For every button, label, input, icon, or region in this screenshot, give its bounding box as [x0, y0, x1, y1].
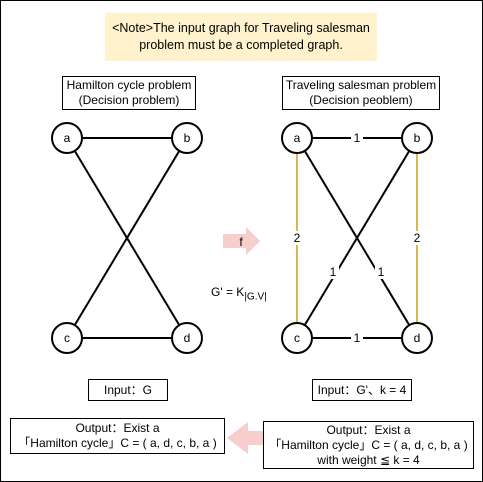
transform-arrow-label: f [239, 235, 243, 249]
left-title-line-2: (Decision problem) [78, 93, 180, 107]
left-arrow-icon [227, 422, 263, 454]
right-title-line-2: (Decision peoblem) [309, 93, 413, 107]
left-input-box: Input：G [88, 379, 168, 401]
weight-label-cd: 1 [354, 331, 361, 345]
transform-formula: G' = K|G.V| [211, 285, 267, 302]
right-title-line-1: Traveling salesman problem [285, 78, 437, 92]
right-node-d: d [401, 322, 433, 354]
left-node-d-label: d [184, 331, 191, 345]
left-node-a-label: a [64, 131, 71, 145]
right-output-line-1: Output：Exist a [326, 422, 411, 437]
left-output-line-2: 「Hamilton cycle」C = ( a, d, c, b, a ) [18, 436, 217, 450]
right-title-box: Traveling salesman problem (Decision peo… [282, 76, 440, 110]
weight-label-ac: 2 [294, 231, 301, 245]
note-line-1: <Note>The input graph for Traveling sale… [112, 21, 370, 35]
right-node-b-label: b [414, 131, 421, 145]
right-node-a: a [281, 122, 313, 154]
right-input-box: Input：G'、k = 4 [312, 379, 412, 401]
weight-label-ab: 1 [354, 131, 361, 145]
right-input-label: Input：G'、k = 4 [317, 382, 407, 397]
left-output-box: Output：Exist a 「Hamilton cycle」C = ( a, … [10, 418, 225, 454]
left-node-a: a [51, 122, 83, 154]
right-node-d-label: d [414, 331, 421, 345]
weight-label-bd: 2 [414, 231, 421, 245]
left-output-line-1: Output：Exist a [75, 421, 160, 435]
right-output-line-3: with weight ≦ k = 4 [317, 452, 420, 467]
right-output-line-2: 「Hamilton cycle」C = ( a, d, c, b, a ) [269, 437, 468, 452]
right-output-box: Output：Exist a 「Hamilton cycle」C = ( a, … [263, 421, 474, 469]
formula-subscript: |G.V| [244, 291, 267, 303]
note-line-2: problem must be a completed graph. [139, 38, 343, 52]
right-node-a-label: a [294, 131, 301, 145]
left-node-c: c [51, 322, 83, 354]
left-node-b-label: b [184, 131, 191, 145]
left-node-c-label: c [64, 331, 70, 345]
left-node-b: b [171, 122, 203, 154]
right-node-c: c [281, 322, 313, 354]
weight-label-bc: 1 [330, 265, 337, 279]
weight-label-ad: 1 [378, 265, 385, 279]
right-edge-bc [296, 137, 418, 339]
left-title-box: Hamilton cycle problem (Decision problem… [62, 76, 196, 110]
left-input-label: Input：G [103, 382, 153, 397]
right-arrow-icon [223, 227, 260, 255]
left-node-d: d [171, 322, 203, 354]
left-title-line-1: Hamilton cycle problem [66, 78, 192, 92]
right-node-b: b [401, 122, 433, 154]
right-node-c-label: c [294, 331, 300, 345]
formula-main: G' = K [211, 285, 245, 299]
note-box: <Note>The input graph for Traveling sale… [105, 13, 377, 61]
left-edge-bc [66, 137, 188, 339]
